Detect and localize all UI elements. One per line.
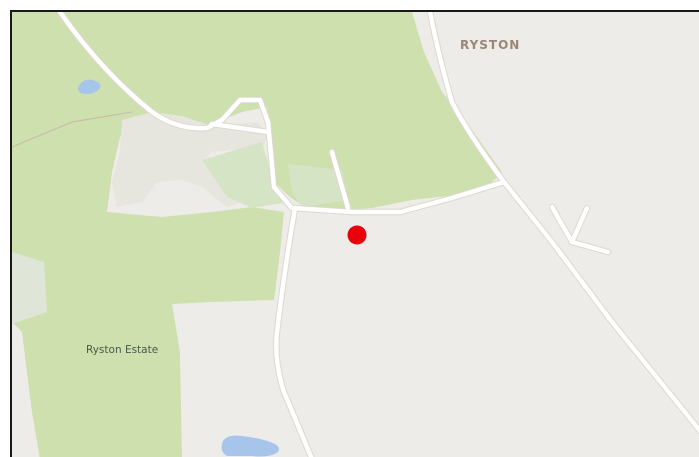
road-fork-east-branch	[569, 239, 611, 255]
woodland-west-upper	[12, 12, 132, 222]
clearing-north	[112, 112, 270, 207]
map-viewport[interactable]: RYSTON Ryston Estate	[10, 10, 699, 457]
pond-south	[221, 435, 279, 457]
location-dot-icon[interactable]	[347, 225, 367, 245]
woodland-southwest	[12, 207, 284, 457]
pond-north	[78, 79, 101, 94]
road-south	[274, 205, 314, 457]
track-line	[12, 111, 133, 148]
woodland-patch-center	[288, 164, 348, 207]
land-strip-west	[12, 252, 47, 324]
road-network	[57, 12, 699, 457]
road-north-west	[57, 12, 507, 215]
woodland-north	[57, 12, 502, 212]
map-canvas[interactable]	[12, 12, 699, 457]
road-spur-north	[329, 149, 351, 211]
woodland-light-patch	[202, 142, 290, 208]
road-north-east	[427, 12, 507, 185]
road-spur-clearing	[209, 121, 271, 135]
road-south-east	[501, 179, 699, 434]
